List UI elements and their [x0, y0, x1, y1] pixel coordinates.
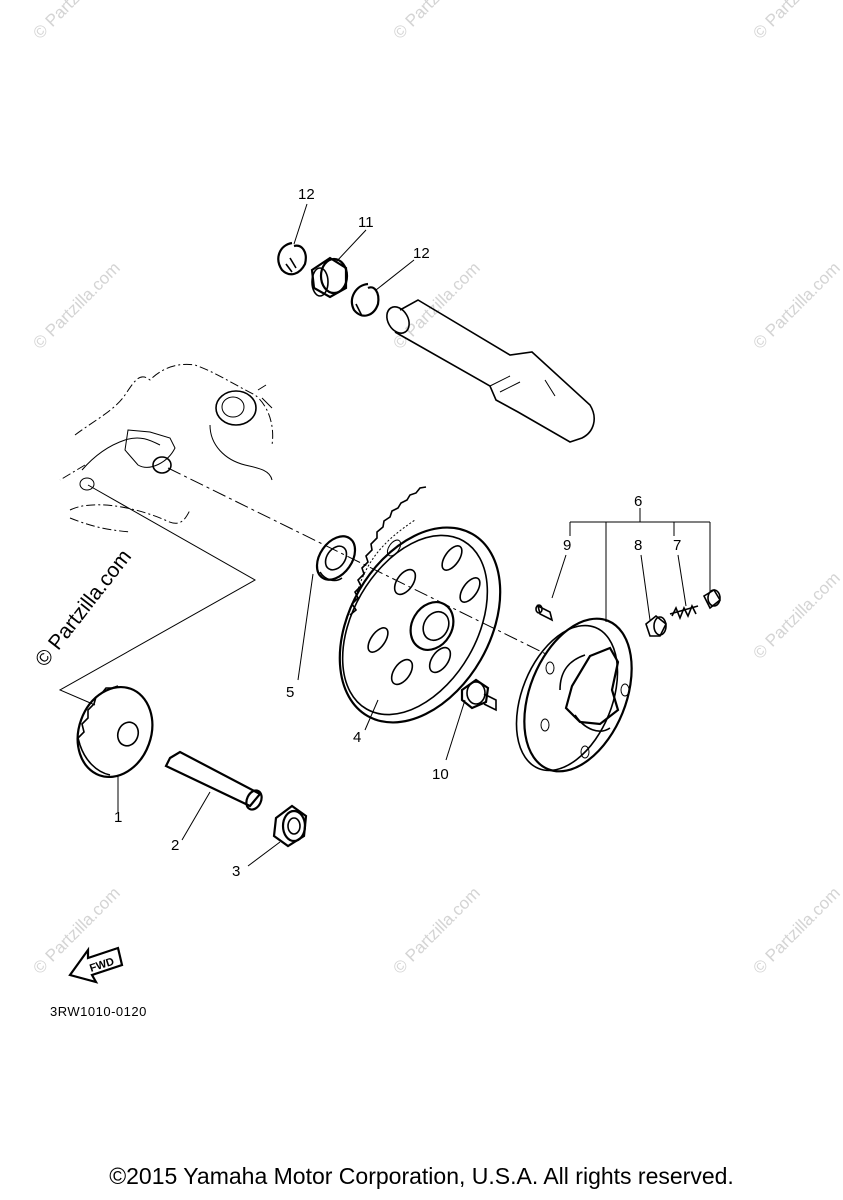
- shaft: [386, 299, 595, 443]
- watermark-large: © Partzilla.com: [31, 545, 136, 671]
- shaft-2: [164, 750, 263, 811]
- watermark: © Partzilla.com: [389, 258, 483, 352]
- callout-12-upper: 12: [298, 186, 315, 203]
- callout-12-lower: 12: [413, 245, 430, 262]
- assembly-lines: [58, 467, 549, 706]
- leader-lines: [117, 203, 711, 867]
- pin-9: [535, 604, 554, 622]
- callout-4: 4: [353, 729, 361, 746]
- callout-6: 6: [634, 493, 642, 510]
- callout-9: 9: [563, 537, 571, 554]
- engine-case: [59, 363, 274, 533]
- washer-5: [315, 535, 357, 582]
- plunger-8: [645, 614, 668, 637]
- watermark: © Partzilla.com: [29, 258, 123, 352]
- copyright-notice: ©2015 Yamaha Motor Corporation, U.S.A. A…: [109, 1163, 734, 1189]
- watermark: © Partzilla.com: [29, 0, 123, 43]
- circlip-12-lower: [350, 282, 380, 317]
- callout-10: 10: [432, 766, 449, 783]
- callout-2: 2: [171, 837, 179, 854]
- watermark: © Partzilla.com: [389, 0, 483, 43]
- circlip-12-upper: [277, 241, 307, 276]
- callout-5: 5: [286, 684, 294, 701]
- watermark: © Partzilla.com: [749, 568, 843, 662]
- collar-3: [272, 804, 308, 848]
- watermark: © Partzilla.com: [389, 883, 483, 977]
- fwd-arrow-icon: FWD: [68, 946, 124, 984]
- callout-1: 1: [114, 809, 122, 826]
- clutch-assembly-6: [515, 617, 633, 773]
- watermark-layer: © Partzilla.com © Partzilla.com © Partzi…: [29, 0, 843, 978]
- watermark: © Partzilla.com: [749, 258, 843, 352]
- diagram-part-code: 3RW1010-0120: [50, 1004, 147, 1019]
- callout-3: 3: [232, 863, 240, 880]
- watermark: © Partzilla.com: [749, 883, 843, 977]
- callout-labels: 12 11 12 6 9 8 7 5 4 10 1 2 3: [114, 186, 681, 880]
- bolt-10: [460, 678, 497, 712]
- spring-7: [669, 604, 699, 621]
- callout-8: 8: [634, 537, 642, 554]
- cap-6: [702, 588, 722, 610]
- idler-gear-1: [76, 685, 154, 779]
- starter-gear-4: [338, 486, 502, 724]
- callout-7: 7: [673, 537, 681, 554]
- watermark: © Partzilla.com: [749, 0, 843, 43]
- bushing-11: [310, 256, 349, 299]
- callout-11: 11: [358, 214, 374, 231]
